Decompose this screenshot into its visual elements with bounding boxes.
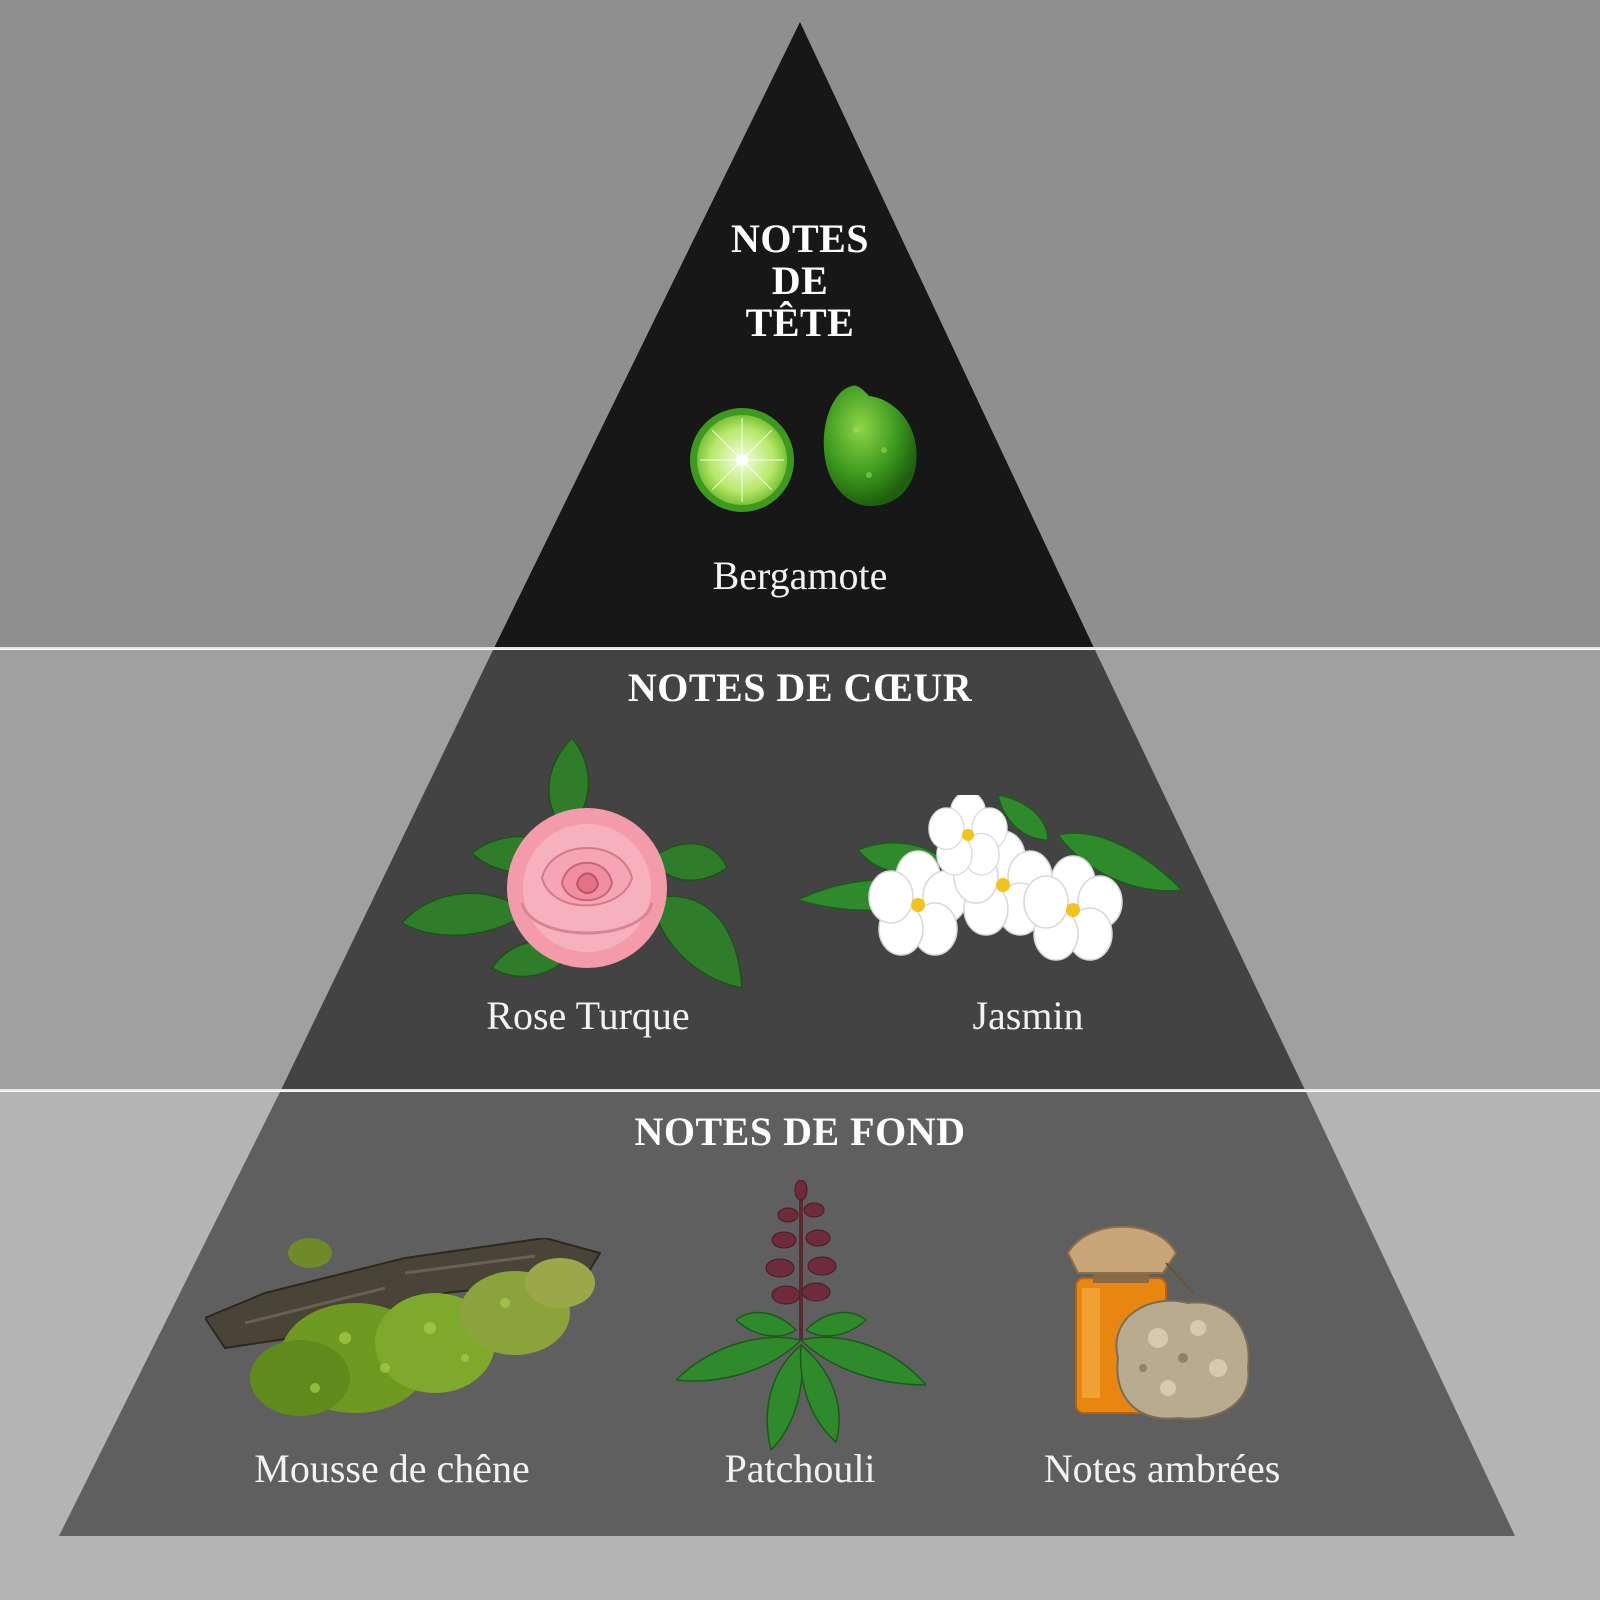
rose-icon [402,738,743,989]
patchouli-icon [676,1180,926,1450]
separator-line-bottom [0,1089,1600,1091]
amber-icon [1066,1225,1250,1420]
tier-top-title-line-2: DE [771,258,829,303]
note-label-rose-turque: Rose Turque [486,993,690,1038]
note-label-notes-ambrees: Notes ambrées [1043,1446,1281,1491]
tier-top-title-line-3: TÊTE [745,300,855,345]
tier-top-title: NOTES DE TÊTE [700,218,900,344]
bergamot-icon [690,385,917,512]
separator-line-top [0,647,1600,649]
jasmine-icon [798,795,1184,961]
tier-bottom-title: NOTES DE FOND [634,1109,966,1154]
oak-moss-icon [205,1238,602,1416]
pyramid-tier-bottom [59,1092,1515,1536]
tier-top-title-line-1: NOTES [730,216,870,261]
note-label-bergamote: Bergamote [712,553,888,598]
pyramid-tier-top [494,22,1094,648]
note-label-mousse-de-chene: Mousse de chêne [254,1446,530,1491]
note-label-jasmin: Jasmin [972,993,1084,1038]
tier-middle-title: NOTES DE CŒUR [627,665,973,710]
pyramid-tier-middle [281,650,1305,1090]
note-label-patchouli: Patchouli [724,1446,876,1491]
